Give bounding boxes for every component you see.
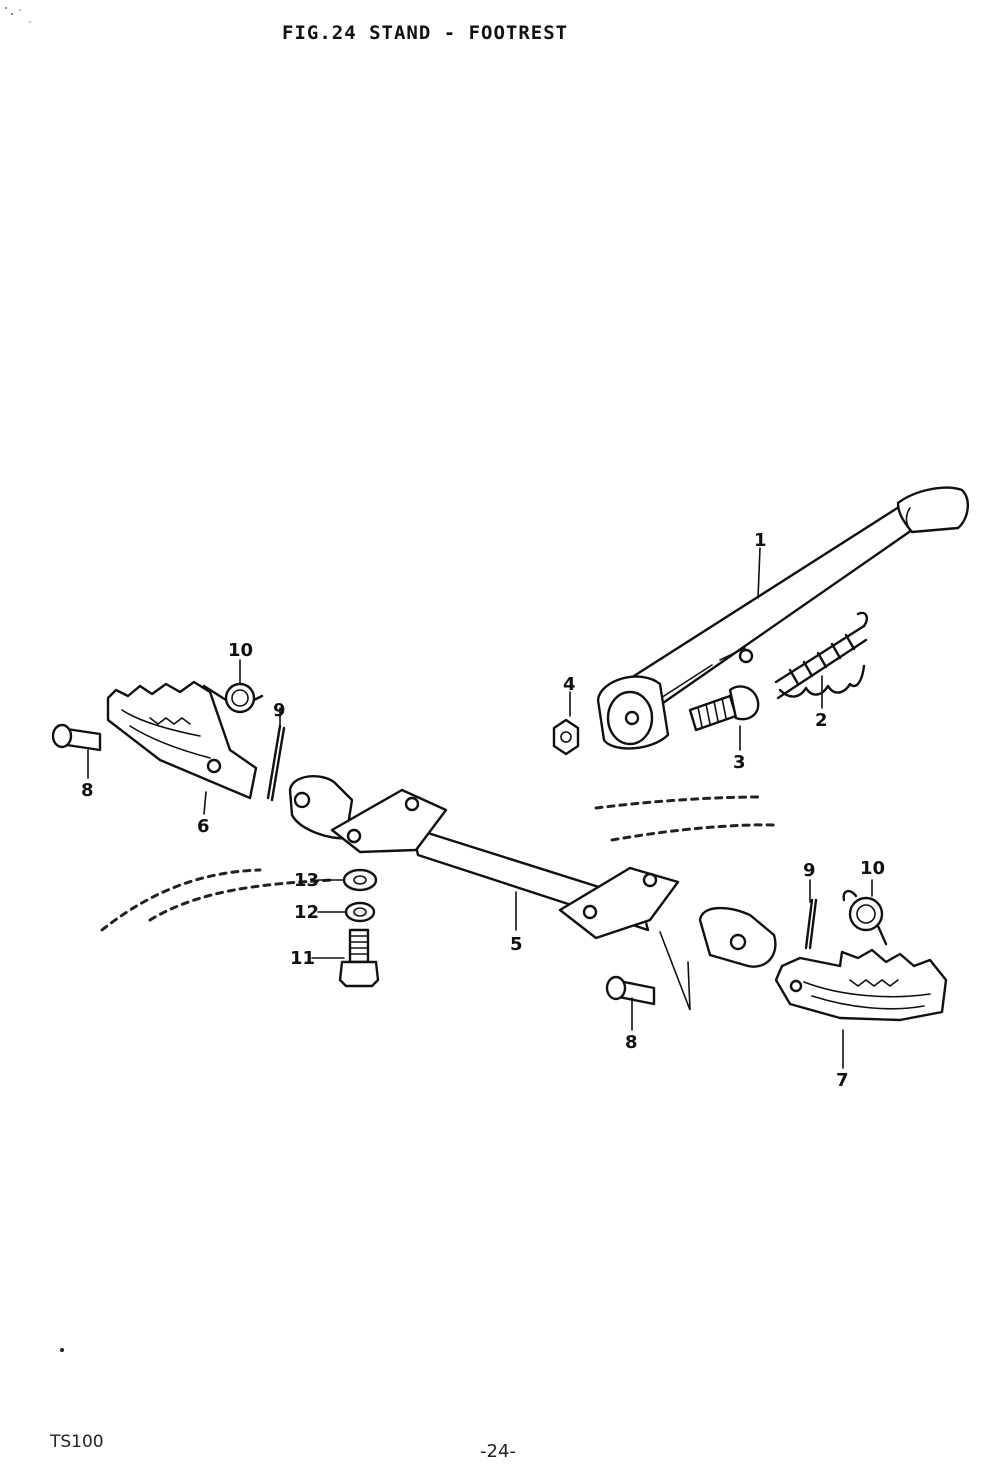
callout-2: 2	[815, 710, 828, 731]
callout-11: 11	[290, 948, 315, 969]
callout-9-right: 9	[803, 860, 816, 881]
callout-7: 7	[836, 1070, 849, 1091]
callout-13: 13	[294, 870, 319, 891]
side-stand-part	[596, 486, 969, 750]
figure-title: FIG.24 STAND - FOOTREST	[282, 22, 569, 44]
left-footrest-part	[106, 680, 258, 800]
hex-bolt-part	[338, 928, 380, 988]
callout-10-left: 10	[228, 640, 253, 661]
flat-washer-part	[342, 868, 378, 892]
leader-lines	[87, 547, 873, 1069]
right-footrest-part	[774, 948, 948, 1022]
callout-1: 1	[754, 530, 767, 551]
model-code: TS100	[50, 1432, 104, 1452]
clevis-pin-left-part	[51, 723, 102, 752]
callout-9-left: 9	[273, 700, 286, 721]
callout-12: 12	[294, 902, 319, 923]
lock-washer-part	[344, 901, 376, 923]
footrest-bar-part	[288, 774, 777, 1011]
page-number: -24-	[480, 1441, 516, 1462]
callout-3: 3	[733, 752, 746, 773]
callout-8-left: 8	[81, 780, 94, 801]
cotter-pin-left-part	[266, 724, 286, 802]
pivot-bolt-part	[688, 685, 760, 732]
scan-specks	[5, 7, 64, 1352]
callout-4: 4	[563, 674, 576, 695]
frame-outline	[100, 795, 777, 932]
callout-labels: 1 2 3 4 5 6 7 8 8 9 9 10 10 11 12 13	[81, 530, 885, 1091]
callout-5: 5	[510, 934, 523, 955]
cotter-pin-right-part	[804, 898, 818, 950]
stand-spring-part	[774, 611, 869, 700]
callout-8-right: 8	[625, 1032, 638, 1053]
callout-10-right: 10	[860, 858, 885, 879]
footrest-spring-left-part	[202, 682, 264, 714]
pivot-nut-part	[552, 718, 580, 756]
clevis-pin-right-part	[605, 975, 656, 1006]
callout-6: 6	[197, 816, 210, 837]
footrest-spring-right-part	[842, 889, 888, 946]
